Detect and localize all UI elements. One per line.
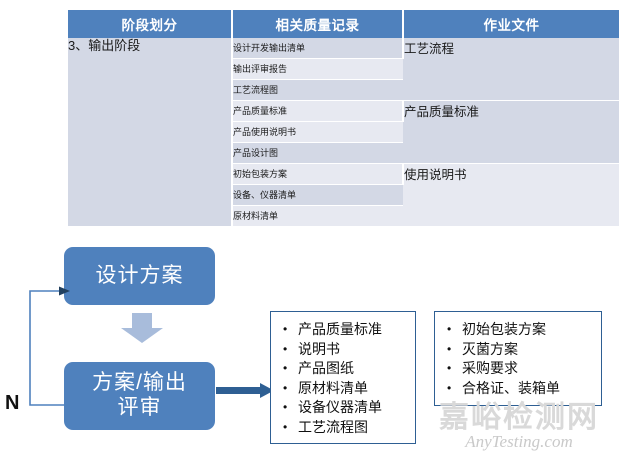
quality-record-cell: 原材料清单 — [232, 205, 403, 227]
list-item: 说明书 — [281, 340, 409, 360]
list-item: 初始包装方案 — [445, 320, 595, 340]
flow-box-design-plan-label: 设计方案 — [95, 263, 184, 287]
column-header-work-documents: 作业文件 — [403, 10, 619, 38]
table-row: 工艺流程图 — [68, 79, 619, 101]
list-item: 工艺流程图 — [281, 418, 409, 438]
quality-record-cell: 产品使用说明书 — [232, 121, 403, 143]
right-arrow-icon — [216, 383, 274, 398]
column-header-stage: 阶段划分 — [68, 10, 233, 38]
list-item: 产品图纸 — [281, 359, 409, 379]
output-deliverables-box: 产品质量标准 说明书 产品图纸 原材料清单 设备仪器清单 工艺流程图 — [270, 311, 416, 444]
down-arrow-icon — [121, 313, 163, 343]
feedback-loop-arrow-icon — [29, 286, 70, 406]
work-document-cell: 使用说明书 — [403, 163, 619, 227]
quality-record-cell: 设备、仪器清单 — [232, 184, 403, 206]
quality-record-cell: 工艺流程图 — [232, 79, 403, 101]
design-output-records-table: 阶段划分 相关质量记录 作业文件 3、输出阶段 设计开发输出清单 工艺流程 输出… — [68, 10, 619, 227]
list-item: 灭菌方案 — [445, 340, 595, 360]
packaging-deliverables-list: 初始包装方案 灭菌方案 采购要求 合格证、装箱单 — [445, 320, 595, 398]
work-document-cell: 产品质量标准 — [403, 100, 619, 164]
quality-record-cell: 设计开发输出清单 — [232, 38, 404, 59]
quality-record-cell: 产品设计图 — [232, 142, 403, 164]
output-deliverables-list: 产品质量标准 说明书 产品图纸 原材料清单 设备仪器清单 工艺流程图 — [281, 320, 409, 437]
watermark-domain: AnyTesting.com — [465, 432, 573, 451]
flow-box-plan-output-review[interactable]: 方案/输出 评审 — [64, 362, 215, 430]
table-row: 产品设计图 — [68, 142, 619, 164]
quality-record-cell: 输出评审报告 — [232, 58, 403, 80]
quality-record-cell: 初始包装方案 — [232, 163, 404, 185]
list-item: 原材料清单 — [281, 379, 409, 399]
list-item: 产品质量标准 — [281, 320, 409, 340]
review-line-2: 评审 — [117, 396, 162, 419]
table-row: 设备、仪器清单 — [68, 184, 619, 206]
quality-record-cell: 产品质量标准 — [232, 100, 404, 122]
review-line-1: 方案/输出 — [92, 371, 187, 395]
stage-cell-output-phase: 3、输出阶段 — [68, 38, 233, 227]
table-row: 输出评审报告 — [68, 58, 619, 80]
flow-box-plan-output-review-label: 方案/输出 评审 — [92, 371, 187, 421]
table-row: 原材料清单 — [68, 205, 619, 227]
flow-box-design-plan[interactable]: 设计方案 — [64, 247, 215, 305]
column-header-quality-records: 相关质量记录 — [232, 10, 404, 38]
table-row: 产品使用说明书 — [68, 121, 619, 143]
table-row: 3、输出阶段 设计开发输出清单 工艺流程 — [68, 38, 619, 227]
table-row: 初始包装方案 使用说明书 — [68, 163, 619, 227]
table-row: 产品质量标准 产品质量标准 — [68, 100, 619, 164]
packaging-deliverables-box: 初始包装方案 灭菌方案 采购要求 合格证、装箱单 — [434, 311, 602, 406]
list-item: 采购要求 — [445, 359, 595, 379]
watermark-chinese: 嘉峪检测网 — [439, 401, 599, 434]
table-header-row: 阶段划分 相关质量记录 作业文件 — [68, 10, 619, 38]
list-item: 合格证、装箱单 — [445, 379, 595, 399]
work-document-cell: 工艺流程 — [403, 38, 619, 101]
loop-label-n: N — [5, 392, 20, 414]
watermark: 嘉峪检测网 AnyTesting.com — [424, 401, 614, 452]
list-item: 设备仪器清单 — [281, 398, 409, 418]
